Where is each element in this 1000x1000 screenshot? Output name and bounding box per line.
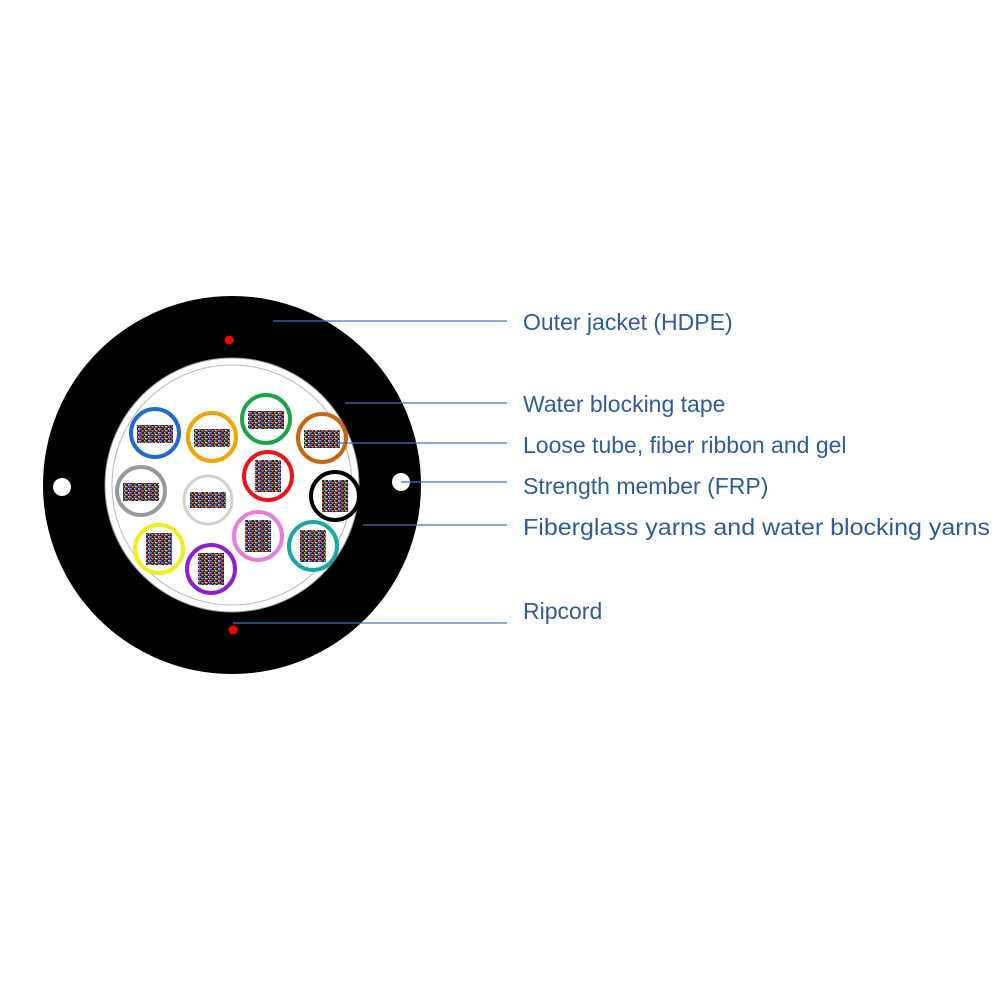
fiber-ribbon	[255, 460, 281, 492]
yellow-tube	[133, 523, 185, 575]
fiber-ribbon	[304, 430, 340, 448]
orange-tube	[186, 411, 238, 463]
aqua-tube	[287, 520, 339, 572]
green-tube	[240, 393, 292, 445]
black-tube	[309, 470, 361, 522]
fiber-ribbon	[322, 480, 348, 512]
label-water-blocking-tape: Water blocking tape	[523, 391, 725, 417]
label-strength-member: Strength member (FRP)	[523, 473, 768, 499]
ripcord-bottom	[228, 625, 238, 635]
violet-tube	[185, 543, 237, 595]
fiber-ribbon	[248, 411, 284, 429]
fiber-ribbon	[300, 530, 326, 562]
fiber-ribbon	[137, 425, 173, 443]
label-loose-tube: Loose tube, fiber ribbon and gel	[523, 432, 847, 458]
fiber-ribbon	[245, 520, 271, 552]
brown-tube	[296, 412, 348, 464]
white-tube	[182, 474, 234, 526]
strength-member-left	[53, 478, 71, 496]
blue-tube	[129, 407, 181, 459]
label-outer-jacket: Outer jacket (HDPE)	[523, 309, 733, 335]
red-tube	[242, 450, 294, 502]
fiber-ribbon	[123, 483, 159, 501]
fiber-ribbon	[198, 553, 224, 585]
slate-tube	[115, 465, 167, 517]
fiber-ribbon	[146, 533, 172, 565]
rose-tube	[232, 510, 284, 562]
fiber-ribbon	[194, 429, 230, 447]
label-fiberglass-yarns: Fiberglass yarns and water blocking yarn…	[523, 514, 990, 540]
loose-tubes	[115, 393, 361, 595]
ripcord-top	[224, 335, 234, 345]
fiber-ribbon	[190, 492, 226, 508]
label-ripcord: Ripcord	[523, 598, 602, 624]
